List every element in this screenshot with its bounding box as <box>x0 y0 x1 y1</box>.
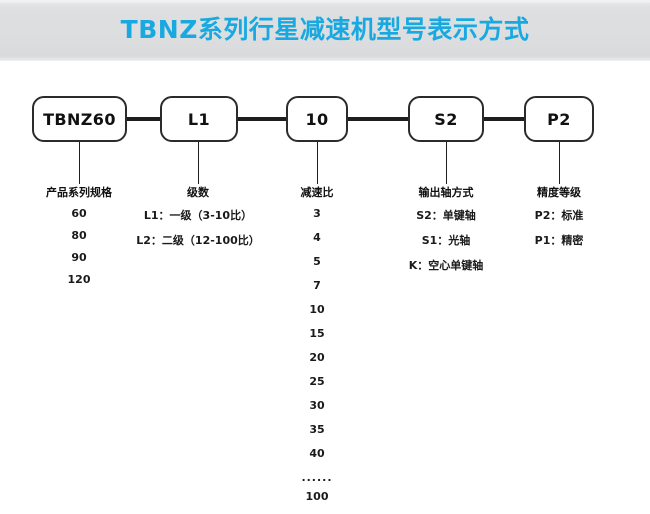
stem-precision <box>559 142 560 184</box>
code-box-stage[interactable]: L1 <box>160 96 238 142</box>
stem-series <box>79 142 80 184</box>
column-precision-item: P1：精密 <box>534 234 584 247</box>
column-stage: 级数 L1：一级（3-10比） L2：二级（12-100比） <box>118 184 278 257</box>
column-series-item: 80 <box>71 229 87 242</box>
column-ratio-header: 减速比 <box>300 186 334 199</box>
column-ratio-item: 30 <box>309 399 325 412</box>
stem-ratio <box>317 142 318 184</box>
column-ratio-ellipsis: ...... <box>301 471 333 484</box>
column-series-item: 90 <box>71 251 87 264</box>
column-shaft-item: K：空心单键轴 <box>408 259 484 272</box>
code-box-shaft[interactable]: S2 <box>408 96 484 142</box>
column-shaft-item: S2：单键轴 <box>416 209 476 222</box>
title-banner: TBNZ系列行星减速机型号表示方式 <box>0 0 650 62</box>
column-ratio-item: 40 <box>309 447 325 460</box>
column-ratio-item: 4 <box>313 231 321 244</box>
column-ratio-item: 10 <box>309 303 325 316</box>
column-shaft: 输出轴方式 S2：单键轴 S1：光轴 K：空心单键轴 <box>386 184 506 282</box>
code-box-stage-label: L1 <box>187 109 211 129</box>
connector-box1-box2 <box>127 117 160 121</box>
column-ratio: 减速比 3 4 5 7 10 15 20 25 30 35 40 ...... … <box>277 184 357 514</box>
connector-box4-box5 <box>484 117 524 121</box>
connector-box2-box3 <box>238 117 286 121</box>
column-stage-item: L1：一级（3-10比） <box>143 209 253 222</box>
column-series: 产品系列规格 60 80 90 120 <box>19 184 139 295</box>
column-series-item: 60 <box>71 207 87 220</box>
column-ratio-item: 20 <box>309 351 325 364</box>
column-shaft-item: S1：光轴 <box>421 234 471 247</box>
column-ratio-item: 3 <box>313 207 321 220</box>
code-box-precision-label: P2 <box>547 109 571 129</box>
column-series-header: 产品系列规格 <box>46 186 112 199</box>
column-precision-item: P2：标准 <box>534 209 584 222</box>
column-ratio-item: 100 <box>305 490 329 503</box>
column-ratio-item: 25 <box>309 375 325 388</box>
code-box-precision[interactable]: P2 <box>524 96 594 142</box>
column-ratio-item: 5 <box>313 255 321 268</box>
column-precision: 精度等级 P2：标准 P1：精密 <box>504 184 614 257</box>
stem-shaft <box>446 142 447 184</box>
code-box-ratio[interactable]: 10 <box>286 96 348 142</box>
column-shaft-header: 输出轴方式 <box>418 186 474 199</box>
column-stage-header: 级数 <box>187 186 209 199</box>
column-precision-header: 精度等级 <box>537 186 581 199</box>
code-box-shaft-label: S2 <box>434 109 458 129</box>
page-title: TBNZ系列行星减速机型号表示方式 <box>120 15 530 44</box>
code-box-series-label: TBNZ60 <box>43 109 116 129</box>
column-ratio-item: 7 <box>313 279 321 292</box>
column-series-item: 120 <box>67 273 91 286</box>
model-code-diagram: TBNZ60 L1 10 S2 P2 产品系列规格 60 80 90 120 级… <box>0 62 650 503</box>
code-box-series[interactable]: TBNZ60 <box>32 96 127 142</box>
column-ratio-item: 15 <box>309 327 325 340</box>
column-stage-item: L2：二级（12-100比） <box>136 234 260 247</box>
code-box-ratio-label: 10 <box>305 109 329 129</box>
column-ratio-item: 35 <box>309 423 325 436</box>
stem-stage <box>198 142 199 184</box>
connector-box3-box4 <box>348 117 408 121</box>
